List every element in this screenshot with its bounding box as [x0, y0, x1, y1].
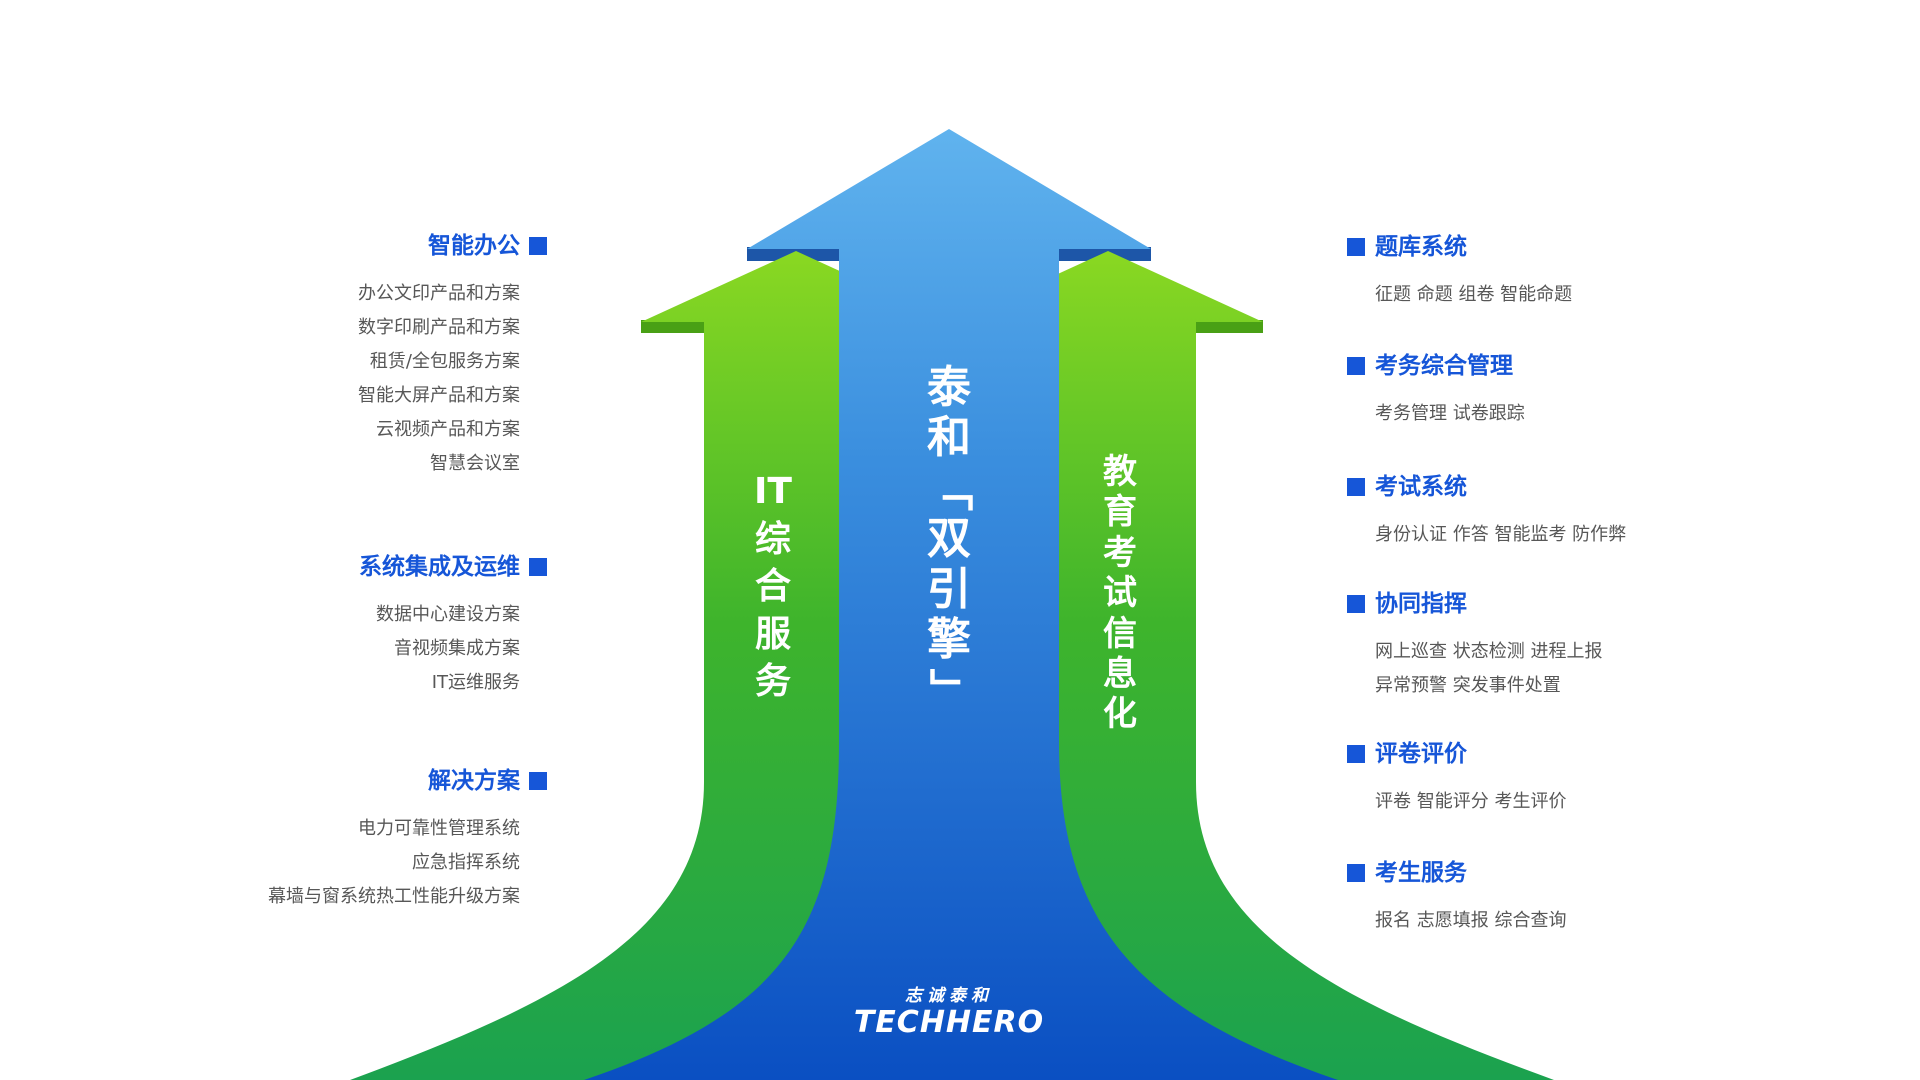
left-group-solutions: 解决方案 电力可靠性管理系统 应急指挥系统 幕墙与窗系统热工性能升级方案 [117, 766, 547, 914]
group-heading: 考生服务 [1347, 858, 1817, 888]
list-item: 数字印刷产品和方案 [358, 317, 520, 338]
bullet-square-icon [1347, 357, 1365, 375]
vertical-char: 服 [754, 613, 791, 655]
bullet-square-icon [1347, 238, 1365, 256]
group-heading: 智能办公 [117, 231, 547, 261]
group-heading: 系统集成及运维 [117, 552, 547, 582]
vertical-char: 化 [1103, 694, 1137, 735]
bullet-square-icon [529, 558, 547, 576]
vertical-char: 泰 [927, 362, 971, 413]
right-group-coordinated-command: 协同指挥 网上巡查 状态检测 进程上报 异常预警 突发事件处置 [1347, 589, 1817, 703]
list-item: 智能大屏产品和方案 [358, 385, 520, 406]
group-items: 身份认证 作答 智能监考 防作弊 [1347, 518, 1817, 552]
vertical-char: 「 [924, 466, 976, 511]
group-heading: 评卷评价 [1347, 739, 1817, 769]
vertical-char: 综 [754, 518, 791, 560]
brand-logo: 志诚泰和 TECHHERO [824, 986, 1074, 1039]
list-item: 应急指挥系统 [412, 852, 520, 873]
vertical-char: 擎 [927, 613, 971, 665]
list-item: 报名 志愿填报 综合查询 [1375, 910, 1567, 931]
vertical-char: 和 [927, 412, 971, 464]
right-group-exam-admin: 考务综合管理 考务管理 试卷跟踪 [1347, 351, 1817, 431]
vertical-char: 双 [927, 513, 971, 565]
group-heading: 考试系统 [1347, 472, 1817, 502]
bullet-square-icon [529, 237, 547, 255]
left-group-system-integration: 系统集成及运维 数据中心建设方案 音视频集成方案 IT运维服务 [117, 552, 547, 700]
bullet-square-icon [1347, 745, 1365, 763]
group-title: 考生服务 [1375, 860, 1467, 886]
group-title: 考务综合管理 [1375, 353, 1513, 379]
brand-logo-chinese: 志诚泰和 [905, 986, 993, 1006]
bullet-square-icon [1347, 864, 1365, 882]
right-group-exam-system: 考试系统 身份认证 作答 智能监考 防作弊 [1347, 472, 1817, 552]
right-group-scoring-evaluation: 评卷评价 评卷 智能评分 考生评价 [1347, 739, 1817, 819]
list-item: 异常预警 突发事件处置 [1375, 675, 1561, 696]
group-items: 报名 志愿填报 综合查询 [1347, 904, 1817, 938]
brand-logo-english: TECHHERO [853, 1005, 1045, 1041]
left-group-smart-office: 智能办公 办公文印产品和方案 数字印刷产品和方案 租赁/全包服务方案 智能大屏产… [117, 231, 547, 481]
group-title: 考试系统 [1375, 474, 1467, 500]
list-item: 租赁/全包服务方案 [369, 351, 520, 372]
right-group-question-bank: 题库系统 征题 命题 组卷 智能命题 [1347, 232, 1817, 312]
vertical-char: 试 [1103, 573, 1137, 614]
center-arrow-label: 泰和「双引擎」 [899, 362, 999, 715]
vertical-char: 教 [1103, 452, 1137, 492]
group-heading: 解决方案 [117, 766, 547, 796]
group-title: 协同指挥 [1375, 591, 1467, 617]
right-group-candidate-services: 考生服务 报名 志愿填报 综合查询 [1347, 858, 1817, 938]
vertical-char: 息 [1103, 653, 1137, 694]
list-item: 征题 命题 组卷 智能命题 [1375, 284, 1573, 305]
group-items: 征题 命题 组卷 智能命题 [1347, 278, 1817, 312]
right-arrow-label: 教育考试信息化 [1082, 452, 1158, 735]
group-items: 考务管理 试卷跟踪 [1347, 397, 1817, 431]
list-item: 数据中心建设方案 [376, 604, 520, 625]
list-item: 电力可靠性管理系统 [358, 818, 520, 839]
group-title: 评卷评价 [1375, 741, 1467, 767]
group-items: 评卷 智能评分 考生评价 [1347, 785, 1817, 819]
bullet-square-icon [1347, 478, 1365, 496]
vertical-char: 」 [924, 668, 976, 713]
list-item: 评卷 智能评分 考生评价 [1375, 791, 1567, 812]
vertical-char: 合 [754, 566, 791, 608]
group-items: 网上巡查 状态检测 进程上报 异常预警 突发事件处置 [1347, 635, 1817, 703]
group-title: 解决方案 [428, 768, 520, 794]
list-item: 网上巡查 状态检测 进程上报 [1375, 641, 1603, 662]
list-item: 音视频集成方案 [394, 638, 520, 659]
list-item: 身份认证 作答 智能监考 防作弊 [1375, 524, 1627, 545]
group-heading: 题库系统 [1347, 232, 1817, 262]
bullet-square-icon [1347, 595, 1365, 613]
vertical-char: 考 [1103, 532, 1137, 573]
bullet-square-icon [529, 772, 547, 790]
group-title: 题库系统 [1375, 234, 1467, 260]
left-arrow-label: IT 综合服务 [735, 472, 811, 702]
list-item: 云视频产品和方案 [376, 419, 520, 440]
group-heading: 考务综合管理 [1347, 351, 1817, 381]
vertical-char: 务 [754, 661, 791, 703]
group-items: 电力可靠性管理系统 应急指挥系统 幕墙与窗系统热工性能升级方案 [117, 812, 547, 914]
list-item: 智慧会议室 [430, 453, 520, 474]
vertical-char: 引 [927, 563, 971, 615]
group-items: 数据中心建设方案 音视频集成方案 IT运维服务 [117, 598, 547, 700]
list-item: 考务管理 试卷跟踪 [1375, 403, 1525, 424]
center-blue-arrow [584, 129, 1338, 1080]
group-heading: 协同指挥 [1347, 589, 1817, 619]
list-item: 幕墙与窗系统热工性能升级方案 [268, 886, 520, 907]
group-title: 系统集成及运维 [359, 554, 520, 580]
list-item: IT运维服务 [431, 672, 520, 693]
group-items: 办公文印产品和方案 数字印刷产品和方案 租赁/全包服务方案 智能大屏产品和方案 … [117, 277, 547, 481]
vertical-char: IT [754, 471, 792, 512]
vertical-char: 育 [1103, 492, 1137, 533]
vertical-char: 信 [1103, 613, 1137, 654]
list-item: 办公文印产品和方案 [358, 283, 520, 304]
group-title: 智能办公 [428, 233, 520, 259]
